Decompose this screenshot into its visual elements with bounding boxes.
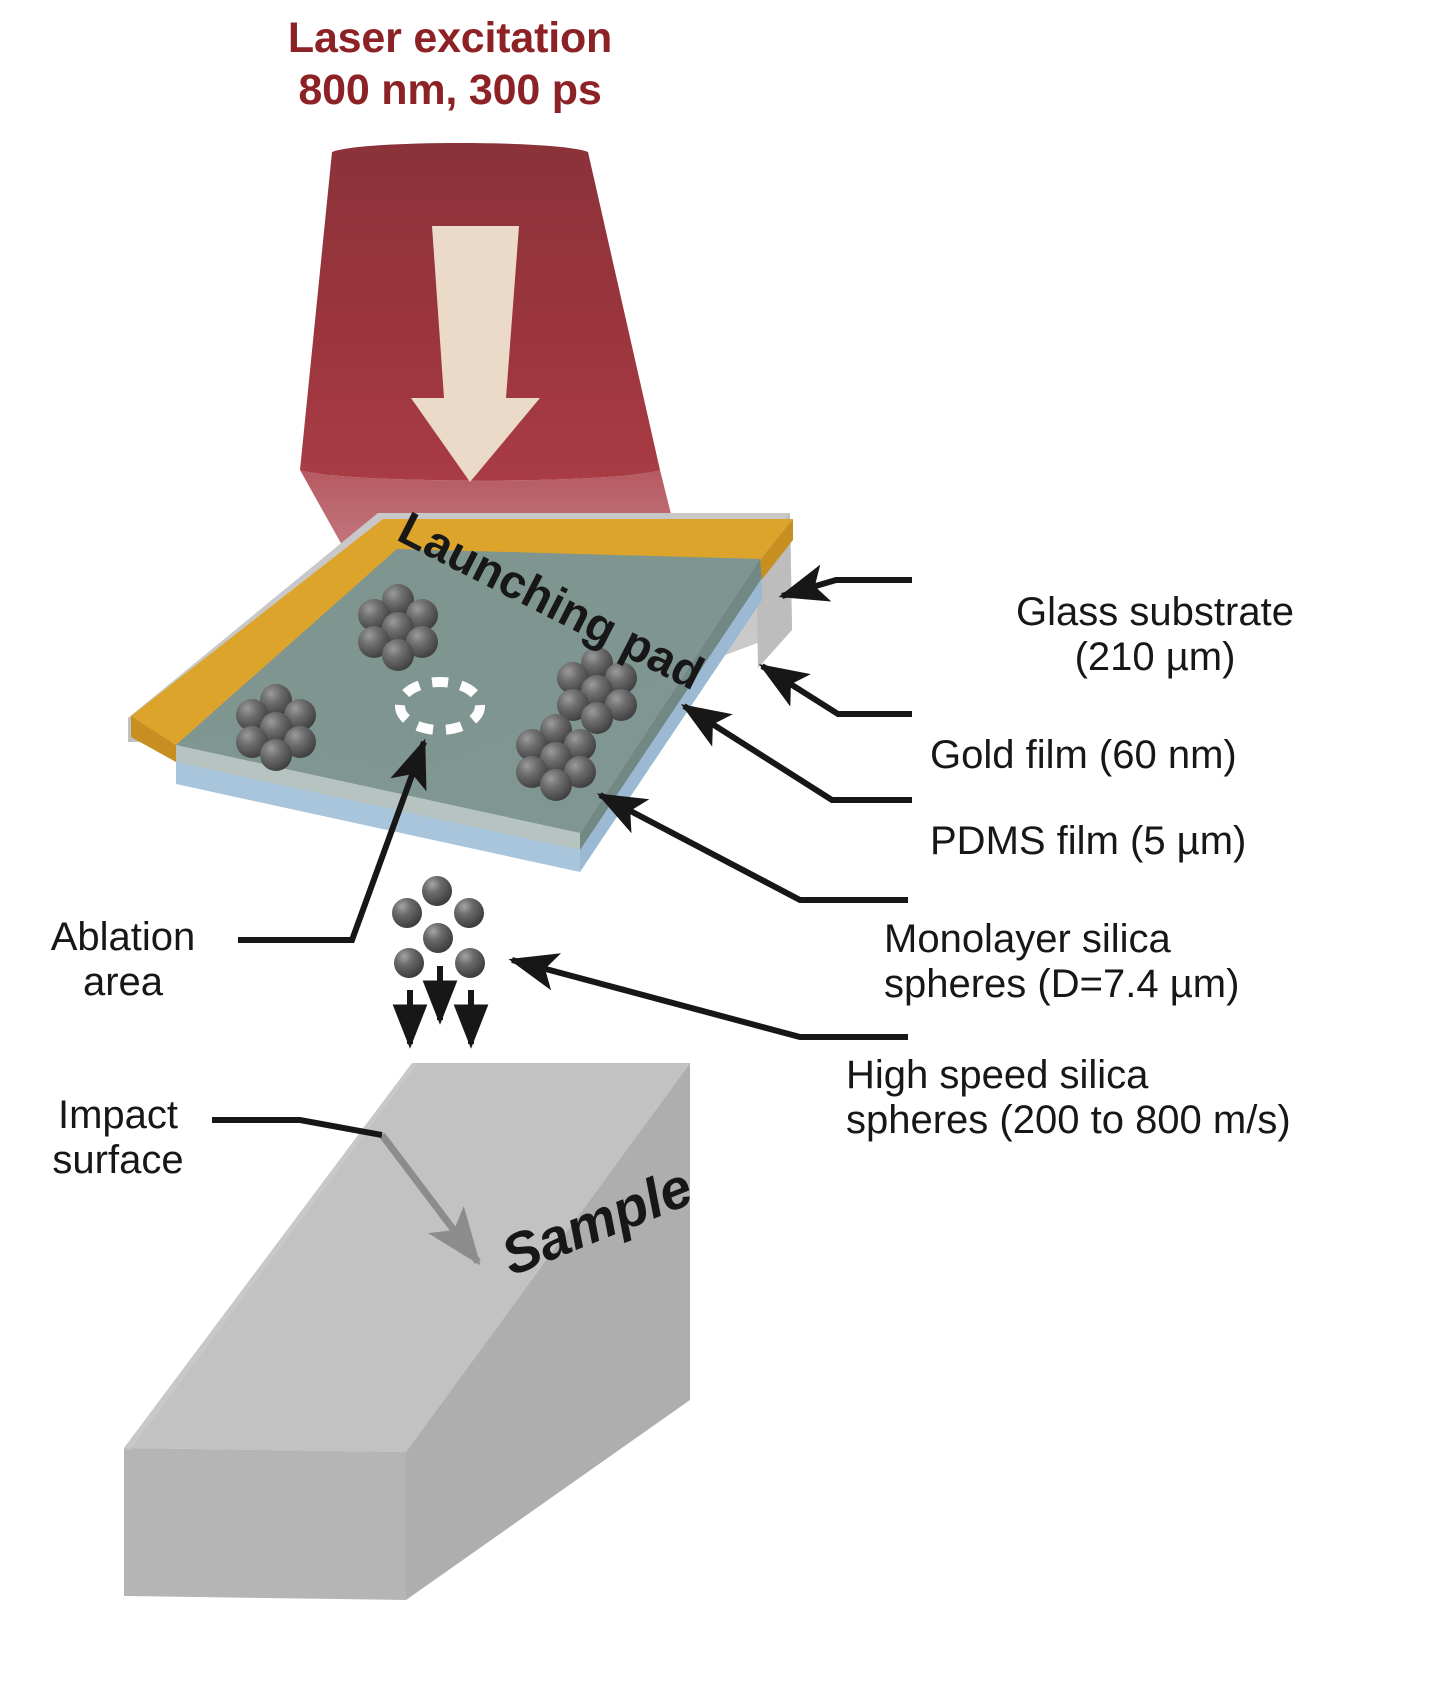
callout-pdms-film: PDMS film (5 µm) <box>930 818 1247 863</box>
callout-leaders-left <box>212 738 427 1138</box>
page-title: Laser excitation 800 nm, 300 ps <box>140 12 760 117</box>
callout-high-speed-silica-spheres: High speed silica spheres (200 to 800 m/… <box>846 1052 1291 1142</box>
callout-gold-film: Gold film (60 nm) <box>930 732 1237 777</box>
high-speed-spheres-group <box>392 876 485 978</box>
monolayer-sphere-cluster <box>557 647 637 734</box>
monolayer-sphere-cluster <box>358 584 438 671</box>
monolayer-sphere-cluster <box>236 684 316 771</box>
ablation-area-marker <box>395 677 485 735</box>
laser-direction-arrow <box>411 226 540 482</box>
sphere-motion-arrows <box>392 966 489 1049</box>
callout-glass-substrate: Glass substrate (210 µm) <box>1016 589 1294 679</box>
laser-excitation-line2: 800 nm, 300 ps <box>298 66 602 115</box>
monolayer-sphere-cluster <box>516 714 596 801</box>
laser-excitation-line1: Laser excitation <box>287 14 613 62</box>
impact-arrow <box>379 1132 481 1266</box>
sample-block <box>124 1063 690 1600</box>
callout-monolayer-silica-spheres: Monolayer silica spheres (D=7.4 µm) <box>884 916 1240 1006</box>
callout-ablation-area: Ablation area <box>50 914 196 1004</box>
callout-leaders-right <box>508 564 912 1040</box>
callout-impact-surface: Impact surface <box>52 1092 184 1182</box>
